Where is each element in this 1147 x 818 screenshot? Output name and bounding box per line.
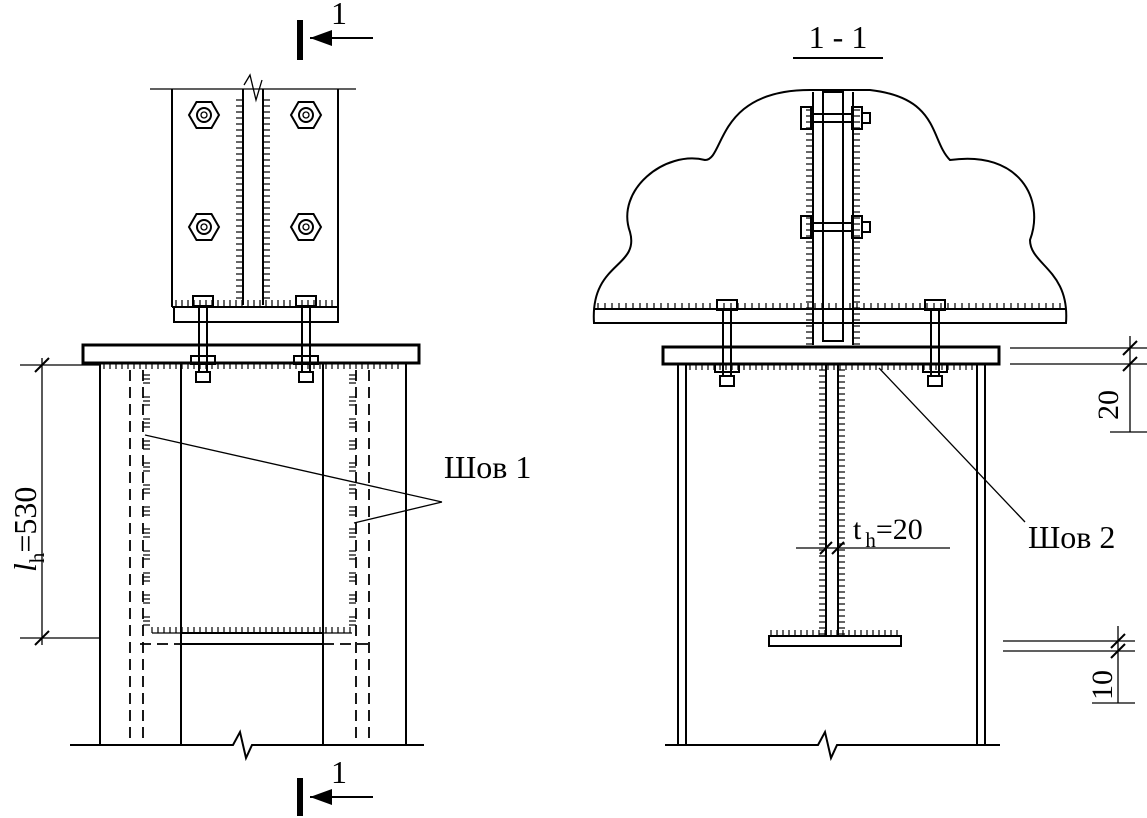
weld2-label: Шов 2 — [1028, 519, 1115, 555]
girder-section — [592, 89, 1068, 324]
nut-icon — [187, 101, 221, 129]
svg-text:lh=530: lh=530 — [7, 487, 49, 572]
web-bolt — [800, 106, 871, 130]
dimension-20: 20 — [1010, 336, 1147, 433]
nut-icon — [187, 213, 221, 241]
weld1-label: Шов 1 — [444, 449, 531, 485]
dim-th-subscript: h — [865, 528, 876, 552]
weld-ticks-column — [103, 363, 399, 633]
dimension-10: 10 — [1003, 626, 1135, 704]
dim-lh-value: =530 — [7, 487, 43, 553]
dim-lh-variable: l — [7, 563, 43, 572]
dim-10-label: 10 — [1086, 670, 1119, 700]
upper-plate — [173, 306, 339, 323]
dim-th-value: =20 — [876, 513, 923, 546]
section-mark-bottom-label: 1 — [331, 754, 347, 790]
column — [70, 363, 424, 762]
dim-th-variable: t — [853, 513, 862, 546]
dim-20-label: 20 — [1092, 390, 1125, 420]
base-plate — [81, 343, 421, 365]
svg-text:th=20: th=20 — [853, 513, 923, 552]
anchor-bolt — [190, 295, 216, 383]
section-mark-top: 1 — [297, 0, 373, 60]
section-mark-top-label: 1 — [331, 0, 347, 31]
weld-ticks-upper — [175, 99, 333, 307]
nut-icon — [289, 101, 323, 129]
upper-member — [150, 73, 356, 308]
weld1-callout: Шов 1 — [144, 434, 531, 524]
nut-icon — [289, 213, 323, 241]
rib-end-plate — [768, 635, 902, 647]
dimension-lh: lh=530 — [7, 357, 100, 646]
anchor-bolt — [922, 299, 948, 387]
column-section — [597, 109, 1061, 762]
weld2-callout: Шов 2 — [878, 367, 1115, 555]
section-title: 1 - 1 — [809, 19, 868, 55]
section-mark-bottom: 1 — [297, 754, 373, 816]
weld-ticks-section — [597, 109, 1061, 636]
section-view: 1 - 1 — [592, 19, 1147, 762]
base-plate-section — [661, 345, 1001, 366]
web-bolt — [800, 215, 871, 239]
girder-web — [822, 91, 844, 342]
anchor-bolt — [714, 299, 740, 387]
front-view: 1 1 — [7, 0, 531, 816]
dim-lh-subscript: h — [25, 552, 49, 563]
anchor-bolt — [293, 295, 319, 383]
